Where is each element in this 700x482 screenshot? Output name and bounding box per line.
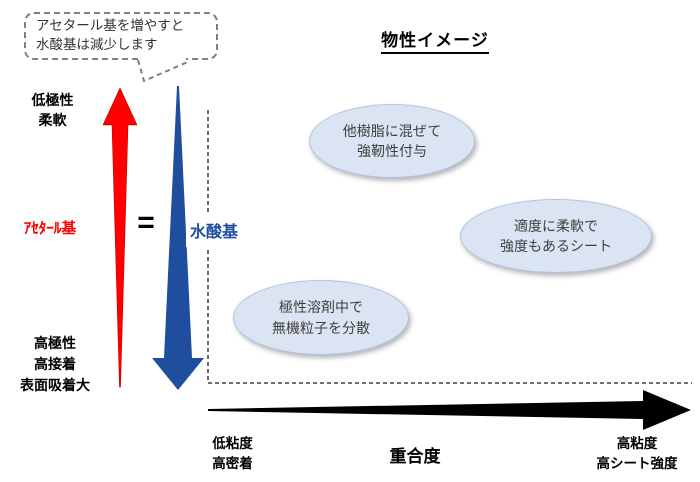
page-title: 物性イメージ — [330, 26, 540, 54]
callout-tail-gap — [138, 58, 186, 63]
label-hydroxyl-group: 水酸基 — [186, 213, 243, 247]
label-polymerization-degree: 重合度 — [389, 447, 441, 466]
page-title-text: 物性イメージ — [381, 26, 489, 54]
callout-tail — [137, 59, 191, 83]
property-bubble-sheet: 適度に柔軟で 強度もあるシート — [460, 199, 652, 273]
acetal-up-arrow — [102, 87, 138, 388]
label-high-polarity-adhesion: 高極性 高接着 表面吸着大 — [20, 335, 90, 393]
polymerization-axis-arrow — [208, 390, 691, 430]
label-acetal-group: ｱｾﾀｰﾙ基 — [23, 220, 77, 237]
label-low-polarity-flexible: 低極性 柔軟 — [31, 92, 74, 129]
label-low-viscosity: 低粘度 高密着 — [212, 436, 253, 472]
property-bubble-toughness: 他樹脂に混ぜて 強靭性付与 — [309, 104, 475, 178]
equals-sign: = — [137, 206, 155, 239]
hydroxyl-down-arrow — [152, 86, 204, 390]
property-bubble-dispersion: 極性溶剤中で 無機粒子を分散 — [233, 280, 409, 355]
label-high-viscosity: 高粘度 高シート強度 — [596, 436, 678, 472]
callout-bubble: アセタール基を増やすと 水酸基は減少します — [24, 12, 218, 60]
